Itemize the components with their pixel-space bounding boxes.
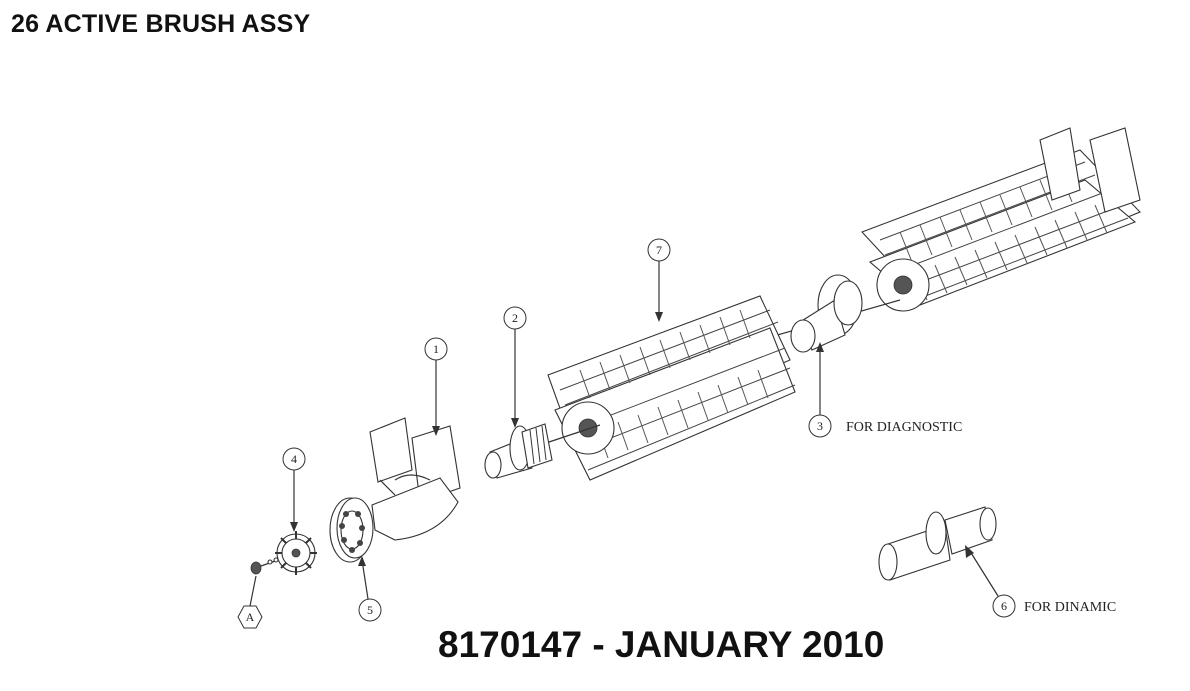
drive-hub bbox=[484, 423, 553, 479]
callout-7: 7 bbox=[647, 238, 671, 322]
gear bbox=[275, 531, 317, 575]
callout-5: 5 bbox=[358, 556, 382, 622]
document-number-date: 8170147 - JANUARY 2010 bbox=[438, 624, 885, 665]
callout-3-number: 3 bbox=[817, 419, 823, 433]
brush-roller-front bbox=[539, 295, 796, 481]
bushing-dinamic bbox=[878, 506, 997, 581]
callout-2-number: 2 bbox=[512, 311, 518, 325]
bearing bbox=[329, 497, 374, 563]
shaft-coupling bbox=[759, 274, 901, 353]
callout-6: 6 FOR DINAMIC bbox=[965, 545, 1116, 618]
brush-roller-rear bbox=[861, 127, 1141, 312]
callout-7-number: 7 bbox=[656, 243, 662, 257]
bracket bbox=[369, 417, 461, 541]
callout-5-number: 5 bbox=[367, 603, 373, 617]
label-for-diagnostic: FOR DIAGNOSTIC bbox=[846, 420, 962, 435]
callout-A-letter: A bbox=[246, 610, 255, 624]
callout-3: 3 FOR DIAGNOSTIC bbox=[808, 342, 962, 438]
callout-4: 4 bbox=[282, 447, 306, 532]
page-title: 26 ACTIVE BRUSH ASSY bbox=[11, 10, 311, 38]
callout-1: 1 bbox=[424, 337, 448, 436]
screw bbox=[250, 557, 279, 575]
callout-2: 2 bbox=[503, 306, 527, 428]
callout-1-number: 1 bbox=[433, 342, 439, 356]
callout-6-number: 6 bbox=[1001, 599, 1007, 613]
callout-4-number: 4 bbox=[291, 452, 297, 466]
label-for-dinamic: FOR DINAMIC bbox=[1024, 600, 1116, 615]
callout-A: A bbox=[237, 575, 263, 629]
